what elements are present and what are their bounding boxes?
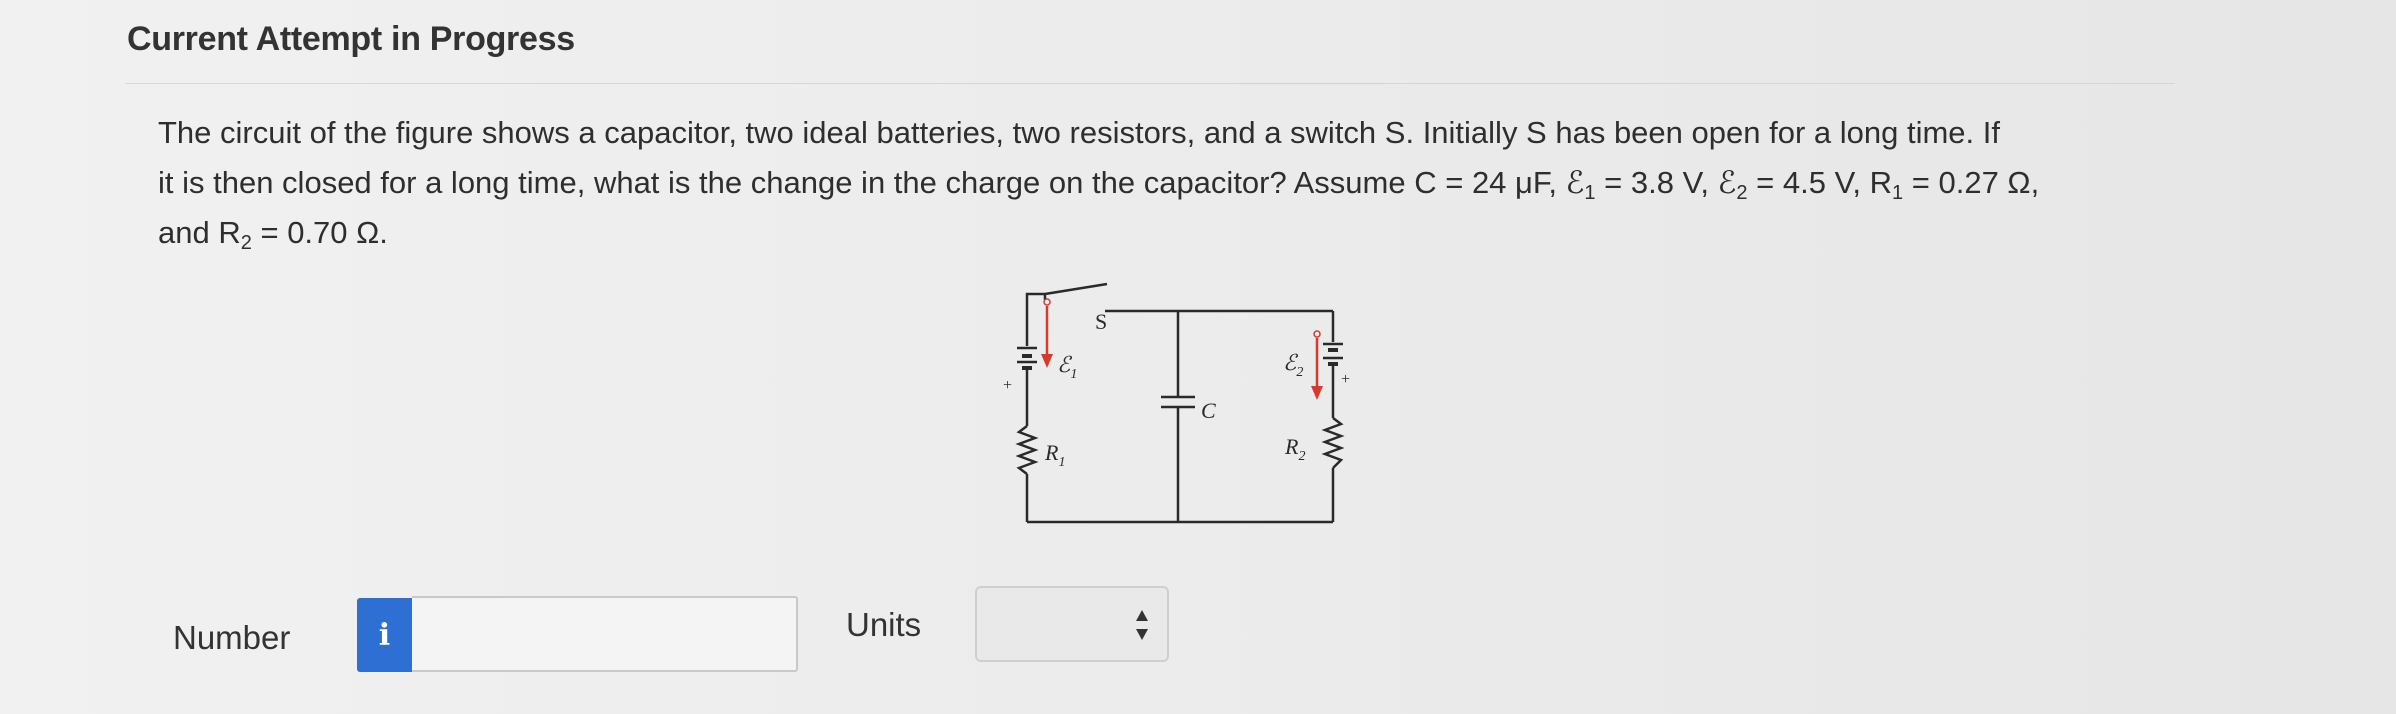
page-title: Current Attempt in Progress [127, 20, 575, 58]
divider [125, 83, 2175, 84]
number-input[interactable] [412, 596, 798, 672]
resistor2-label: R2 [1284, 434, 1305, 464]
capacitor-label: C [1201, 398, 1216, 423]
battery1-plus: + [1003, 377, 1012, 394]
question-text: The circuit of the figure shows a capaci… [158, 108, 2188, 258]
units-label: Units [846, 606, 922, 643]
switch-blade [1044, 282, 1108, 296]
resistor2-zigzag [1321, 417, 1345, 469]
question-line-3: and R2 = 0.70 Ω. [158, 215, 388, 254]
question-line-1: The circuit of the figure shows a capaci… [158, 115, 2000, 150]
question-line-2: it is then closed for a long time, what … [158, 165, 2040, 204]
select-arrows-icon [1136, 610, 1148, 640]
switch-label: S [1095, 309, 1107, 334]
wire-left-top [1025, 292, 1045, 312]
circuit-figure: S ℰ1 ℰ2 C R1 R2 + + [995, 278, 1355, 540]
circuit-diagram: S ℰ1 ℰ2 C R1 R2 + + [1003, 282, 1350, 524]
emf1-label: ℰ1 [1057, 352, 1077, 382]
resistor1-zigzag [1015, 425, 1039, 475]
emf2-label: ℰ2 [1283, 350, 1303, 380]
units-select[interactable] [975, 586, 1169, 662]
battery2-plus: + [1341, 371, 1350, 388]
info-icon[interactable]: i [357, 598, 412, 672]
number-label: Number [173, 619, 291, 656]
resistor1-label: R1 [1044, 440, 1065, 470]
